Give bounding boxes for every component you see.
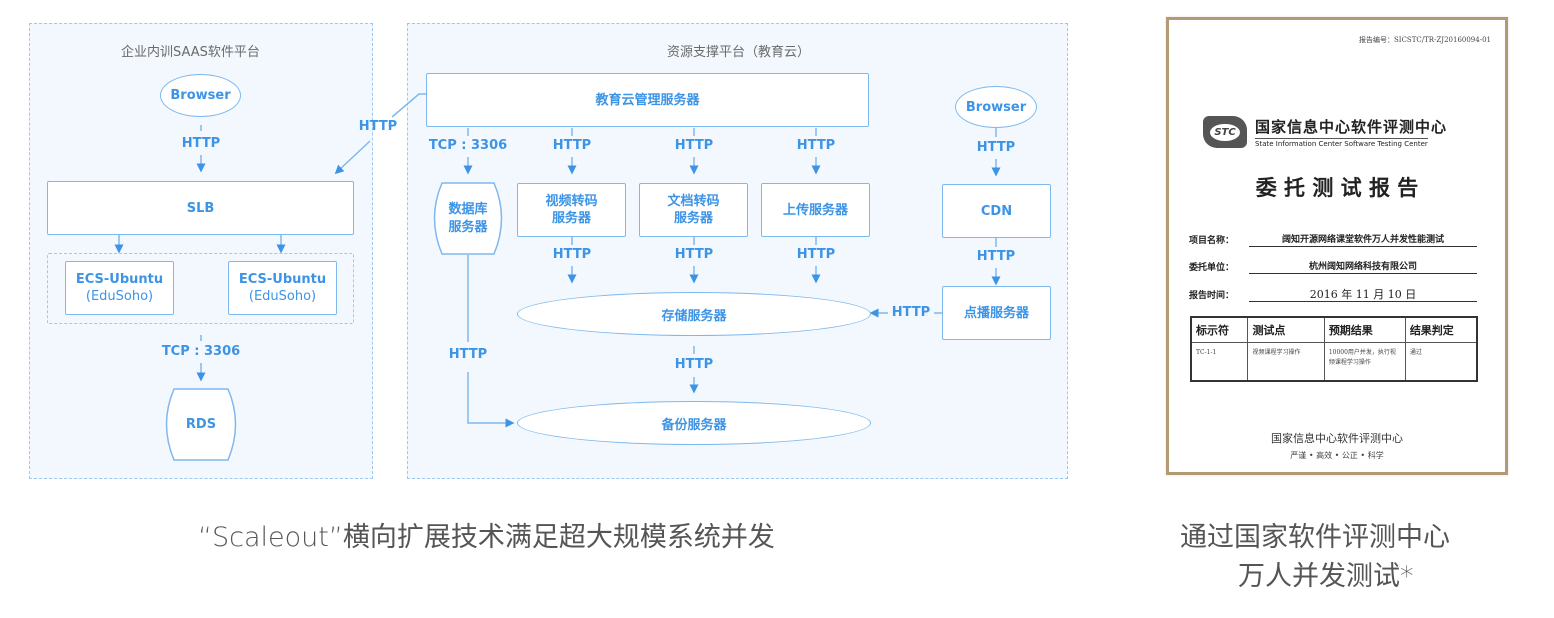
field-underline [1249,301,1477,302]
org-name-cn: 国家信息中心软件评测中心 [1255,118,1448,136]
http-label-db-backup: HTTP [447,347,489,362]
field-underline [1249,273,1477,274]
storage-server-node: 存储服务器 [517,292,871,336]
backup-server-node: 备份服务器 [517,401,871,445]
cdn-node: CDN [942,184,1051,238]
tcp-label-mgmt-db: TCP : 3306 [427,138,509,153]
http-label-video-storage: HTTP [551,247,593,262]
ecs-node-2: ECS-Ubuntu (EduSoho) [228,261,337,315]
video-transcode-server: 视频转码 服务器 [517,183,626,237]
footer-motto: 严谨 • 高效 • 公正 • 科学 [1290,451,1384,460]
edge-mgmt-slb [391,93,426,118]
http-label-doc-storage: HTTP [673,247,715,262]
field-label-project: 项目名称： [1189,236,1235,246]
upload-server: 上传服务器 [761,183,870,237]
browser-node-right: Browser [955,86,1037,128]
report-number: 报告编号：SICSTC/TR-ZJ20160094-01 [1359,36,1491,44]
browser-node-left: Browser [160,74,241,117]
tcp-label-ecs-rds: TCP : 3306 [160,344,242,359]
field-value-project: 阔知开源网络课堂软件万人并发性能测试 [1281,235,1444,245]
http-label-browser-cdn: HTTP [975,140,1017,155]
http-label-mgmt-upload: HTTP [795,138,837,153]
http-label-vod-storage: HTTP [890,305,932,320]
field-value-client: 杭州阔知网络科技有限公司 [1308,262,1417,272]
field-label-date: 报告时间： [1189,291,1235,301]
org-name-en: State Information Center Software Testin… [1255,138,1428,148]
field-label-client: 委托单位： [1189,263,1235,273]
report-title: 委 托 测 试 报 告 [1255,175,1419,200]
diagram-caption: “Scaleout”横向扩展技术满足超大规模系统并发 [198,522,775,553]
saas-platform-title: 企业内训SAAS软件平台 [121,45,260,60]
table-header: 结果判定 [1404,316,1478,343]
edu-cloud-mgmt-server: 教育云管理服务器 [426,73,869,127]
edge-mgmt-slb-arrow [334,140,371,175]
http-label-upload-storage: HTTP [795,247,837,262]
result-table: 标示符 测试点 预期结果 结果判定 TC-1-1 视频课程学习操作 10000用… [1190,316,1478,382]
table-row: TC-1-1 视频课程学习操作 10000用户并发，执行视频课程学习操作 通过 [1190,342,1478,382]
database-server-node: 数据库服务器 [432,182,504,255]
test-report-certificate: 报告编号：SICSTC/TR-ZJ20160094-01 STC 国家信息中心软… [1166,17,1508,475]
field-value-date: 2016 年 11 月 10 日 [1309,288,1417,301]
http-label-mgmt-doc: HTTP [673,138,715,153]
vod-server-node: 点播服务器 [942,286,1051,340]
http-label-browser-slb: HTTP [180,136,222,151]
ecs-node-1: ECS-Ubuntu (EduSoho) [65,261,174,315]
doc-transcode-server: 文档转码 服务器 [639,183,748,237]
rds-node: RDS [164,388,238,461]
http-label-mgmt-video: HTTP [551,138,593,153]
resource-platform-title: 资源支撑平台（教育云） [667,45,811,60]
http-label-mgmt-slb: HTTP [358,119,398,134]
certificate-caption-line1: 通过国家软件评测中心 [1180,522,1450,553]
field-underline [1249,246,1477,247]
table-header: 测试点 [1247,316,1325,343]
http-label-cdn-vod: HTTP [975,249,1017,264]
certificate-caption-line2: 万人并发测试* [1238,561,1414,592]
http-label-storage-backup: HTTP [673,357,715,372]
table-header: 标示符 [1190,316,1249,343]
slb-node: SLB [47,181,354,235]
table-header: 预期结果 [1323,316,1406,343]
ecs-group [47,253,354,324]
stc-logo-icon: STC [1203,116,1247,148]
footer-org: 国家信息中心软件评测中心 [1271,432,1403,445]
